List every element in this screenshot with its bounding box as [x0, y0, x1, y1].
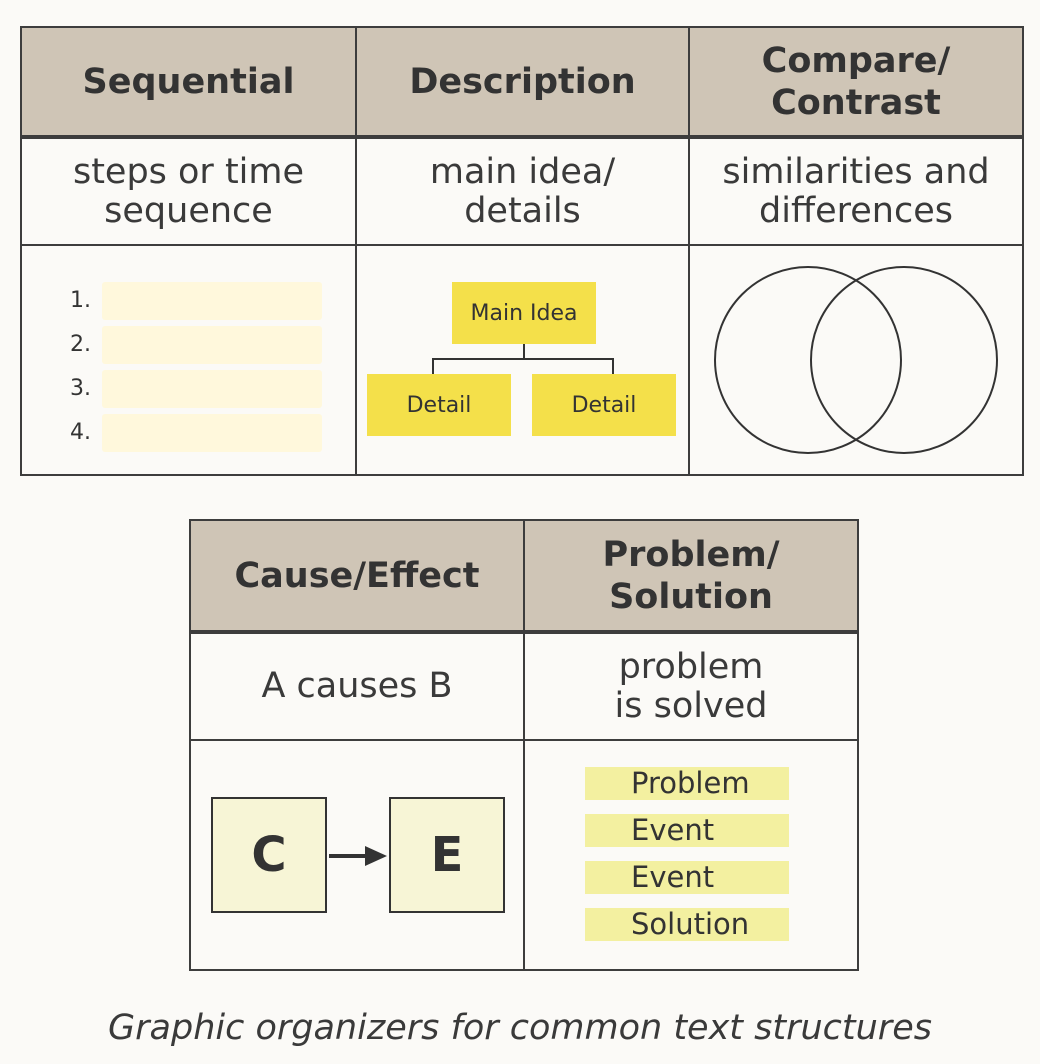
desc-sequential-text: steps or time sequence	[72, 151, 305, 231]
description-diagram-cell: Main Idea Detail Detail	[355, 244, 690, 476]
connector-line	[523, 344, 525, 358]
detail-box: Detail	[532, 374, 676, 436]
text-structures-table-top: Sequential Description Compare/ Contrast…	[20, 26, 1024, 476]
header-cause-effect: Cause/Effect	[189, 519, 525, 634]
cause-effect-diagram-cell: C E	[189, 739, 525, 971]
header-problem-solution-text: Problem/ Solution	[602, 534, 780, 617]
desc-compare-contrast-text: similarities and differences	[722, 151, 990, 231]
connector-line	[432, 358, 434, 374]
connector-line	[612, 358, 614, 374]
arrow-right-icon	[329, 846, 387, 866]
list-number: 2.	[70, 332, 91, 357]
desc-sequential: steps or time sequence	[20, 136, 357, 246]
event-item: Event	[585, 861, 789, 894]
detail-box: Detail	[367, 374, 511, 436]
list-number: 4.	[70, 420, 91, 445]
compare-contrast-diagram-cell	[688, 244, 1024, 476]
sequential-diagram-cell: 1. 2. 3. 4.	[20, 244, 357, 476]
desc-problem-solution-text: problem is solved	[614, 646, 768, 726]
effect-box: E	[389, 797, 505, 913]
numbered-list: 1. 2. 3. 4.	[70, 280, 322, 452]
header-compare-contrast-text: Compare/ Contrast	[761, 40, 951, 123]
text-structures-table-bottom: Cause/Effect Problem/ Solution A causes …	[189, 519, 859, 971]
list-highlight	[102, 282, 322, 320]
list-highlight	[102, 326, 322, 364]
desc-problem-solution: problem is solved	[523, 631, 859, 741]
solution-item: Solution	[585, 908, 789, 941]
list-number: 3.	[70, 376, 91, 401]
desc-description: main idea/ details	[355, 136, 690, 246]
header-description: Description	[355, 26, 690, 139]
desc-cause-effect: A causes B	[189, 631, 525, 741]
event-item: Event	[585, 814, 789, 847]
problem-item: Problem	[585, 767, 789, 800]
desc-compare-contrast: similarities and differences	[688, 136, 1024, 246]
list-highlight	[102, 414, 322, 452]
header-compare-contrast: Compare/ Contrast	[688, 26, 1024, 139]
cause-box: C	[211, 797, 327, 913]
venn-circle-right	[810, 266, 998, 454]
list-highlight	[102, 370, 322, 408]
header-sequential: Sequential	[20, 26, 357, 139]
main-idea-box: Main Idea	[452, 282, 596, 344]
connector-line	[432, 358, 614, 360]
desc-description-text: main idea/ details	[429, 151, 616, 231]
header-problem-solution: Problem/ Solution	[523, 519, 859, 634]
problem-solution-diagram-cell: Problem Event Event Solution	[523, 739, 859, 971]
figure-caption: Graphic organizers for common text struc…	[108, 1008, 932, 1048]
list-number: 1.	[70, 288, 91, 313]
